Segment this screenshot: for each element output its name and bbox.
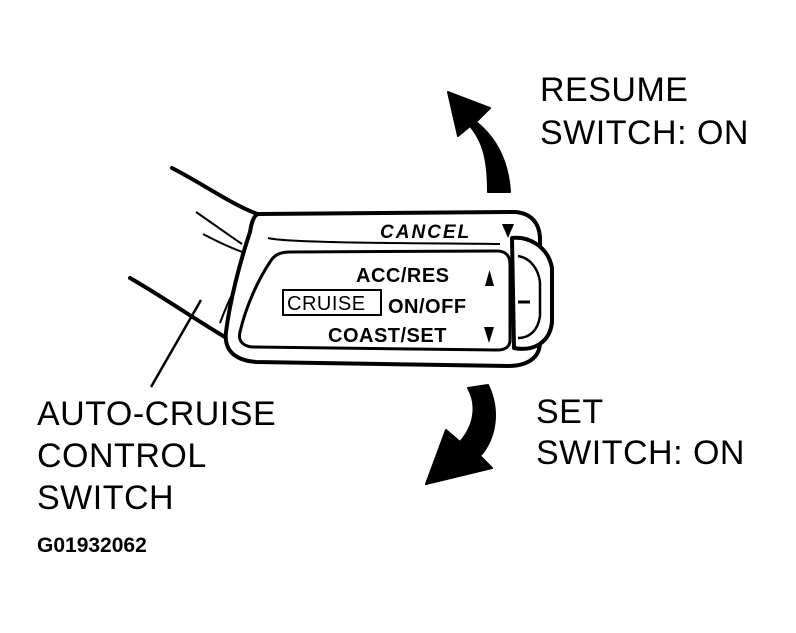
auto-cruise-label-line3: SWITCH (37, 479, 175, 517)
acc-res-label: ACC/RES (356, 265, 450, 287)
resume-switch-label-line2: SWITCH: ON (540, 114, 749, 152)
coast-set-label: COAST/SET (328, 325, 447, 347)
acc-res-up-arrow-icon (485, 270, 494, 286)
cancel-arrow-icon (502, 224, 514, 238)
leader-line (149, 299, 203, 388)
resume-arrow-icon (447, 91, 511, 193)
resume-switch-label-line1: RESUME (540, 71, 689, 109)
figure-code: G01932062 (37, 534, 147, 557)
switch-top-ridge (267, 237, 501, 245)
cancel-label: CANCEL (380, 222, 471, 243)
coast-set-down-arrow-icon (484, 327, 494, 343)
set-switch-label-line1: SET (536, 393, 604, 431)
cruise-label: CRUISE (287, 293, 366, 315)
auto-cruise-label-line2: CONTROL (37, 437, 207, 475)
set-arrow-icon (425, 384, 496, 485)
stalk-upper-outline (170, 166, 262, 217)
stalk-shading (195, 211, 243, 245)
set-switch-label-line2: SWITCH: ON (536, 434, 745, 472)
auto-cruise-label-line1: AUTO-CRUISE (37, 395, 277, 433)
on-off-label: ON/OFF (388, 296, 467, 318)
switch-end-knob (510, 235, 554, 351)
switch-end-knob-inner (517, 254, 542, 340)
cruise-label-box (282, 289, 382, 316)
switch-face-panel (238, 249, 512, 352)
